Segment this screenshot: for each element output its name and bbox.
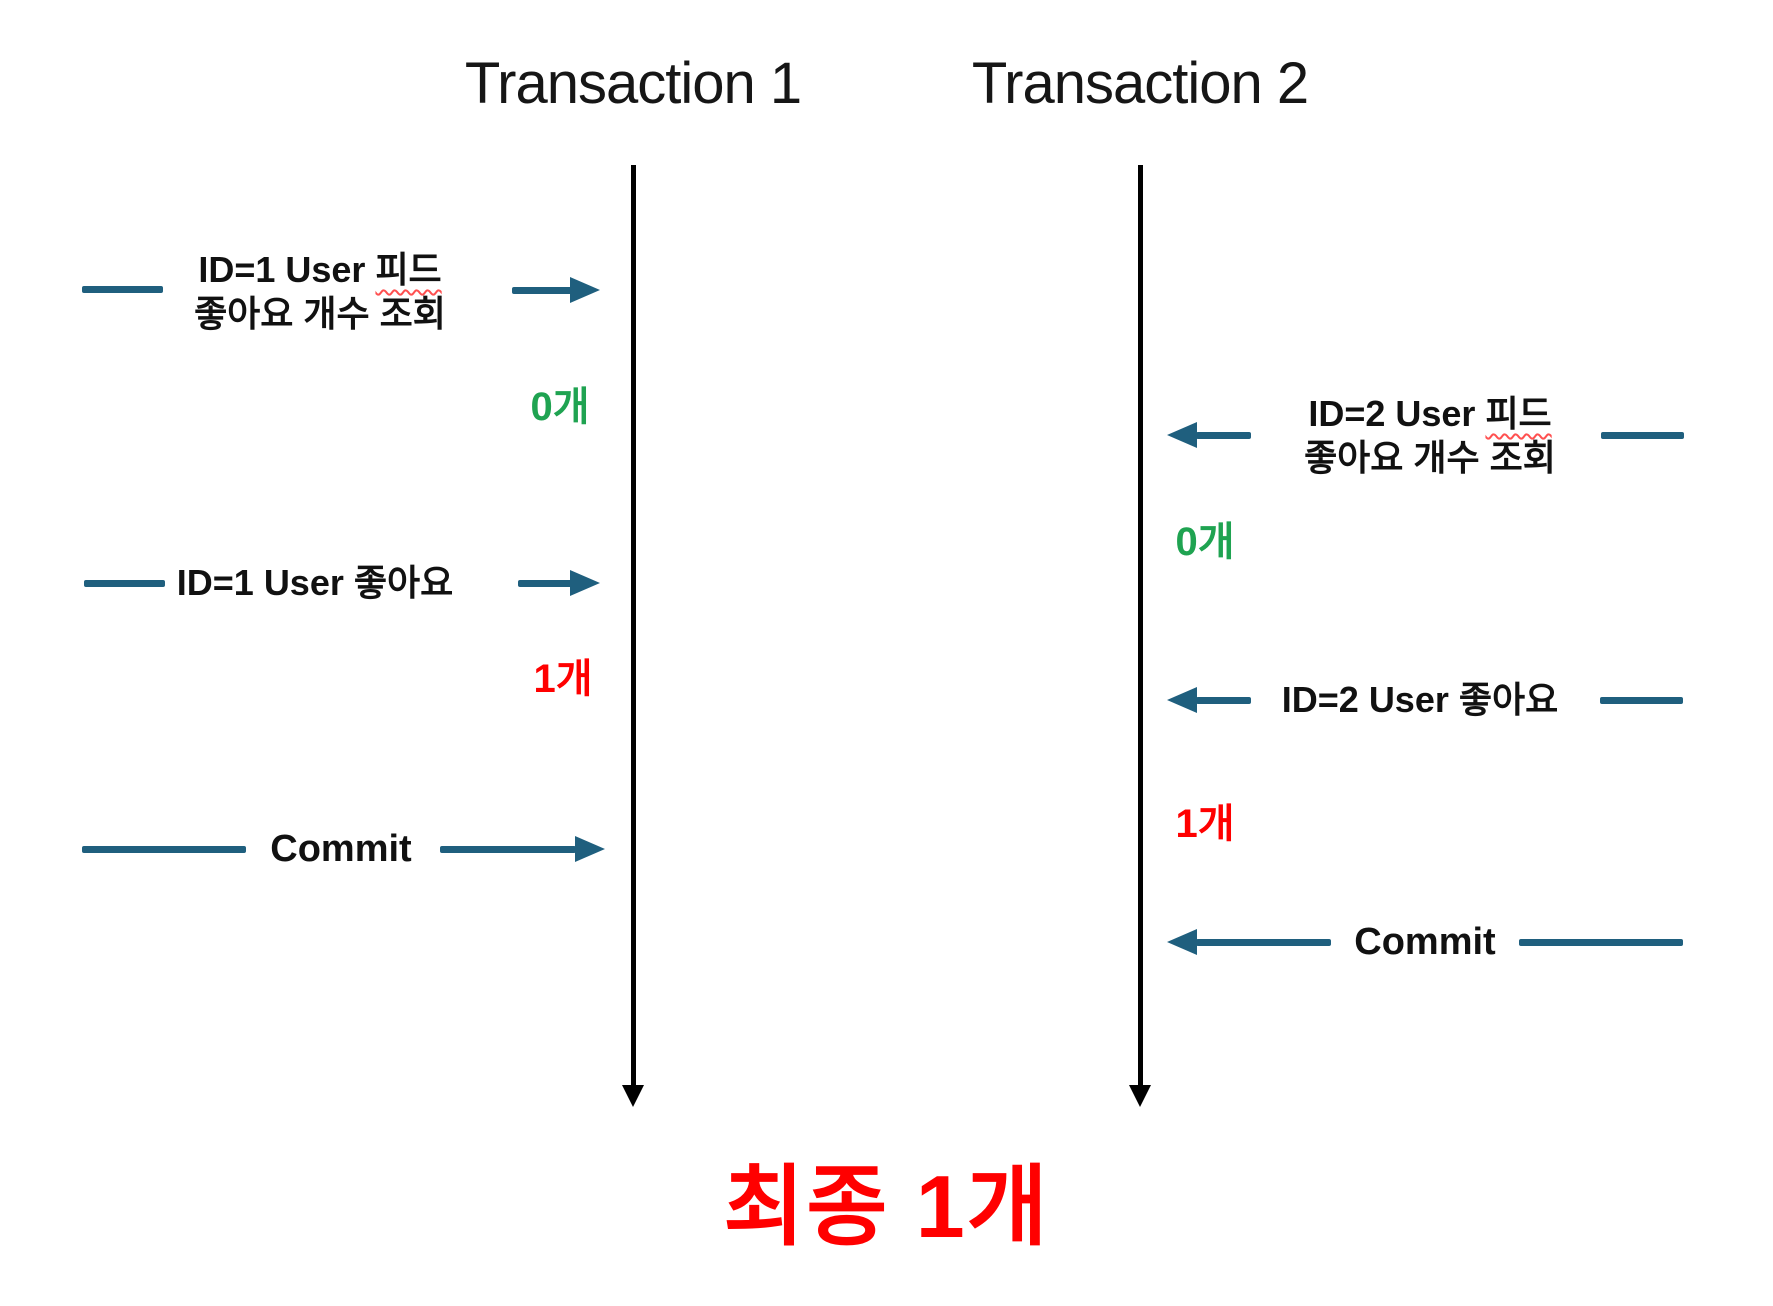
transaction-2-timeline-arrowhead-icon: [1129, 1085, 1151, 1107]
transaction-1-timeline: [631, 165, 636, 1087]
t2-commit-source-dash: [1519, 939, 1683, 946]
t2-commit-label: Commit: [1354, 921, 1496, 963]
t2-query-source-dash: [1601, 432, 1684, 439]
t1-query-label-misspelled-word: 피드: [375, 249, 442, 290]
t2-like-arrow-line: [1196, 697, 1251, 704]
t1-query-label: ID=1 User 피드 좋아요 개수 조회: [155, 248, 485, 336]
t1-query-source-dash: [82, 286, 163, 293]
t1-query-result: 0개: [530, 385, 590, 429]
t1-commit-source-dash: [82, 846, 246, 853]
t2-query-label-misspelled-word: 피드: [1485, 393, 1552, 434]
t2-query-label-line2: 좋아요 개수 조회: [1304, 437, 1556, 478]
transaction-2-title: Transaction 2: [971, 51, 1309, 116]
final-count-label: 최종 1개: [723, 1157, 1050, 1256]
t1-query-arrow-line: [512, 287, 572, 294]
t1-commit-arrowhead-icon: [575, 836, 605, 862]
t2-commit-arrow-line: [1196, 939, 1331, 946]
t1-query-label-line1: ID=1 User: [198, 249, 366, 290]
t1-commit-arrow-line: [440, 846, 576, 853]
t2-like-arrowhead-icon: [1167, 687, 1197, 713]
t1-like-source-dash: [84, 580, 165, 587]
t1-like-arrowhead-icon: [570, 570, 600, 596]
transaction-1-title: Transaction 1: [464, 51, 802, 116]
t2-commit-arrowhead-icon: [1167, 929, 1197, 955]
transaction-2-timeline: [1138, 165, 1143, 1087]
t2-like-label: ID=2 User 좋아요: [1281, 679, 1559, 720]
t2-query-arrowhead-icon: [1167, 422, 1197, 448]
t1-commit-label: Commit: [270, 828, 412, 870]
t1-like-arrow-line: [518, 580, 572, 587]
t1-like-result: 1개: [533, 657, 593, 701]
t2-query-label-line1: ID=2 User: [1308, 393, 1476, 434]
t2-query-label: ID=2 User 피드 좋아요 개수 조회: [1265, 392, 1595, 480]
t1-query-arrowhead-icon: [570, 277, 600, 303]
t2-like-result: 1개: [1175, 802, 1235, 846]
t2-query-result: 0개: [1175, 520, 1235, 564]
t1-like-label: ID=1 User 좋아요: [176, 562, 454, 603]
t2-query-arrow-line: [1196, 432, 1251, 439]
t2-like-source-dash: [1600, 697, 1683, 704]
transaction-1-timeline-arrowhead-icon: [622, 1085, 644, 1107]
t1-query-label-line2: 좋아요 개수 조회: [194, 293, 446, 334]
